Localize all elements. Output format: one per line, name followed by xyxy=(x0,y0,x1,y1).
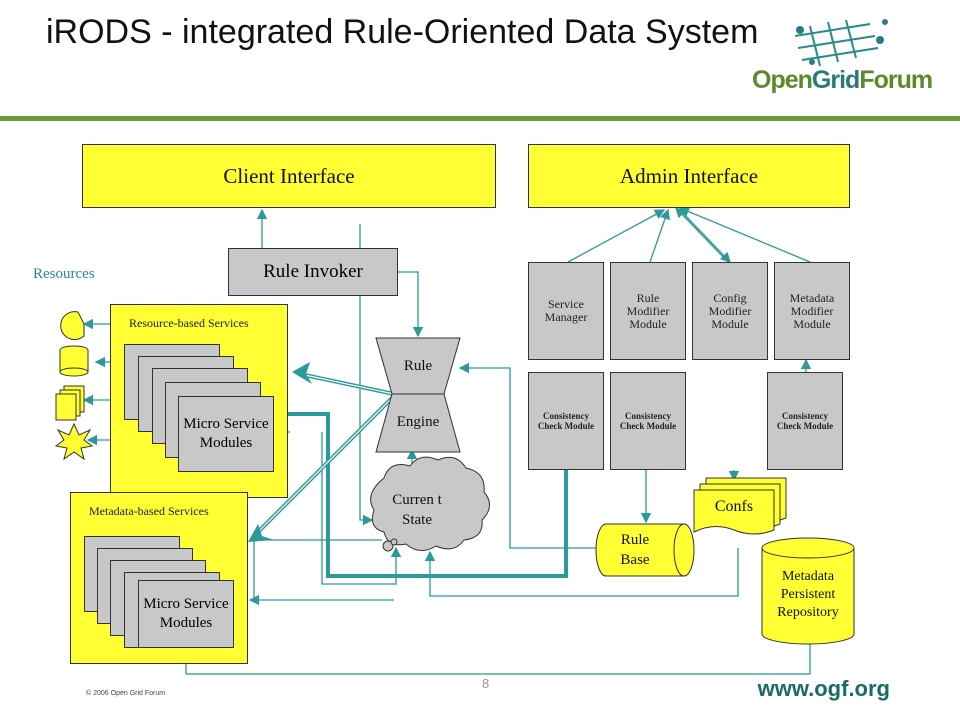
rule-modifier-box: Rule Modifier Module xyxy=(610,262,686,360)
footer-url: www.ogf.org xyxy=(757,676,890,701)
rule-base-label: Rule Base xyxy=(620,532,650,568)
metadata-modifier-box: Metadata Modifier Module xyxy=(774,262,850,360)
rule-invoker-label: Rule Invoker xyxy=(263,261,363,282)
consistency-check-metadata: Consistency Check Module xyxy=(767,372,843,470)
page-number: 8 xyxy=(482,676,490,691)
resources-label: Resources xyxy=(33,266,95,282)
service-manager-box: Service Manager xyxy=(528,262,604,360)
copyright: © 2006 Open Grid Forum xyxy=(86,690,166,697)
rule-engine-bottom-label: Engine xyxy=(396,414,440,430)
client-interface-label: Client Interface xyxy=(223,163,355,188)
resource-services-label: Resource-based Services xyxy=(129,316,249,330)
confs-label: Confs xyxy=(714,498,754,515)
consistency-check-service: Consistency Check Module xyxy=(528,372,604,470)
client-interface-box: Client Interface xyxy=(82,144,496,208)
admin-interface-label: Admin Interface xyxy=(619,163,759,188)
rule-engine-top-label: Rule xyxy=(403,358,433,374)
metadata-services-label: Metadata-based Services xyxy=(89,504,209,518)
metadata-repository-label: Metadata Persistent Repository xyxy=(777,569,839,620)
page-title: iRODS - integrated Rule-Oriented Data Sy… xyxy=(46,13,759,51)
admin-interface-box: Admin Interface xyxy=(528,144,850,208)
logo-text: OpenGridForum xyxy=(752,66,933,94)
metadata-micro-service-modules: Micro Service Modules xyxy=(138,580,234,648)
rule-invoker-box: Rule Invoker xyxy=(228,248,398,296)
current-state-label: Curren t State xyxy=(392,492,442,528)
config-modifier-box: Config Modifier Module xyxy=(692,262,768,360)
title-divider xyxy=(0,116,960,121)
ogf-logo xyxy=(794,19,888,67)
consistency-check-rule: Consistency Check Module xyxy=(610,372,686,470)
resource-micro-service-modules: Micro Service Modules xyxy=(178,396,274,472)
